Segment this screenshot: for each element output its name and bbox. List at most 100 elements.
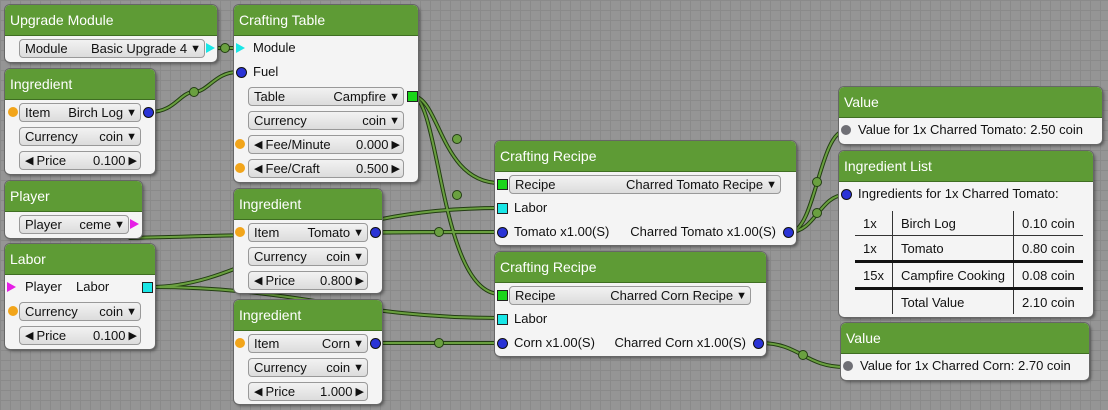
- node-title: Ingredient List: [839, 151, 1093, 182]
- player-output-socket-icon[interactable]: [130, 219, 139, 229]
- module-input-socket-icon[interactable]: [236, 43, 245, 53]
- increment-arrow-icon[interactable]: ▶: [128, 330, 137, 342]
- currency-select[interactable]: Currency coin ▼: [19, 127, 141, 146]
- currency-select[interactable]: Currency coin ▼: [248, 111, 404, 130]
- output-socket-icon[interactable]: [753, 338, 764, 349]
- increment-arrow-icon[interactable]: ▶: [355, 275, 364, 287]
- table-output-socket-icon[interactable]: [407, 91, 418, 102]
- player-node[interactable]: Player Player ceme ▼: [5, 181, 142, 238]
- price-stepper-label: Price: [36, 328, 67, 343]
- dropdown-arrow-icon: ▼: [190, 42, 201, 55]
- ingredient-list-node[interactable]: Ingredient List Ingredients for 1x Charr…: [839, 151, 1093, 317]
- labor-node[interactable]: Labor Player Labor Currency coin ▼ ◀ Pri…: [5, 244, 155, 349]
- output-socket-icon[interactable]: [783, 227, 794, 238]
- value-corn-node[interactable]: Value Value for 1x Charred Corn: 2.70 co…: [841, 323, 1089, 380]
- price-stepper[interactable]: ◀ Price 0.100 ▶: [19, 151, 141, 170]
- item-input-socket-icon[interactable]: [235, 227, 245, 237]
- ingredient-birch-log-node[interactable]: Ingredient Item Birch Log ▼ Currency coi…: [5, 69, 155, 174]
- fee-minute-stepper[interactable]: ◀ Fee/Minute 0.000 ▶: [248, 135, 404, 154]
- increment-arrow-icon[interactable]: ▶: [128, 155, 137, 167]
- cost-cell: 0.80 coin: [1013, 235, 1083, 263]
- price-stepper[interactable]: ◀ Price 0.800 ▶: [248, 271, 368, 290]
- price-stepper-value: 0.100: [92, 153, 126, 168]
- module-output-socket-icon[interactable]: [206, 43, 215, 53]
- currency-select-value: coin: [99, 129, 124, 144]
- item-input-socket-icon[interactable]: [8, 107, 18, 117]
- ingredient-tomato-node[interactable]: Ingredient Item Tomato ▼ Currency coin ▼…: [234, 189, 382, 293]
- decrement-arrow-icon[interactable]: ◀: [254, 163, 266, 175]
- dropdown-arrow-icon: ▼: [353, 361, 364, 374]
- increment-arrow-icon[interactable]: ▶: [391, 163, 400, 175]
- price-stepper[interactable]: ◀ Price 0.100 ▶: [19, 326, 141, 345]
- decrement-arrow-icon[interactable]: ◀: [254, 139, 266, 151]
- node-title: Value: [839, 87, 1102, 118]
- labor-input-socket-icon[interactable]: [497, 314, 508, 325]
- item-select[interactable]: Item Birch Log ▼: [19, 103, 141, 122]
- value-text: Value for 1x Charred Corn: 2.70 coin: [860, 358, 1071, 373]
- node-title: Player: [5, 181, 142, 212]
- player-select[interactable]: Player ceme ▼: [19, 215, 129, 234]
- item-select-value: Corn: [321, 336, 351, 351]
- node-title: Ingredient: [234, 300, 382, 331]
- decrement-arrow-icon[interactable]: ◀: [25, 155, 37, 167]
- dropdown-arrow-icon: ▼: [389, 90, 400, 103]
- crafting-table-node[interactable]: Crafting Table Module Fuel Table Campfir…: [234, 5, 418, 182]
- item-select-label: Item: [25, 105, 51, 120]
- currency-select[interactable]: Currency coin ▼: [248, 358, 368, 377]
- price-stepper[interactable]: ◀ Price 1.000 ▶: [248, 382, 368, 401]
- item-output-socket-icon[interactable]: [143, 107, 154, 118]
- item-output-socket-icon[interactable]: [370, 227, 381, 238]
- list-input-socket-icon[interactable]: [841, 189, 852, 200]
- item-select-label: Item: [254, 225, 280, 240]
- currency-select-value: coin: [326, 360, 351, 375]
- item-select-label: Item: [254, 336, 280, 351]
- node-title: Crafting Table: [234, 5, 418, 36]
- upgrade-module-node[interactable]: Upgrade Module Module Basic Upgrade 4 ▼: [5, 5, 217, 62]
- currency-select[interactable]: Currency coin ▼: [19, 302, 141, 321]
- cost-cell: 0.10 coin: [1013, 211, 1083, 236]
- table-input-socket-icon[interactable]: [497, 290, 508, 301]
- recipe-select[interactable]: Recipe Charred Tomato Recipe ▼: [509, 175, 781, 194]
- decrement-arrow-icon[interactable]: ◀: [25, 330, 37, 342]
- crafting-recipe-corn-node[interactable]: Crafting Recipe Recipe Charred Corn Reci…: [495, 252, 766, 356]
- ingredient-input-socket-icon[interactable]: [497, 227, 508, 238]
- item-output-socket-icon[interactable]: [370, 338, 381, 349]
- value-input-socket-icon[interactable]: [843, 361, 853, 371]
- increment-arrow-icon[interactable]: ▶: [355, 386, 364, 398]
- ingredient-corn-node[interactable]: Ingredient Item Corn ▼ Currency coin ▼ ◀…: [234, 300, 382, 404]
- fee-minute-input-socket-icon[interactable]: [235, 139, 245, 149]
- ingredient-input-socket-icon[interactable]: [497, 338, 508, 349]
- labor-input-socket-icon[interactable]: [497, 203, 508, 214]
- item-select[interactable]: Item Corn ▼: [248, 334, 368, 353]
- labor-output-socket-icon[interactable]: [142, 282, 153, 293]
- value-tomato-node[interactable]: Value Value for 1x Charred Tomato: 2.50 …: [839, 87, 1102, 144]
- recipe-select[interactable]: Recipe Charred Corn Recipe ▼: [509, 286, 751, 305]
- output-item-label: Charred Corn x1.00(S): [614, 335, 747, 350]
- value-input-socket-icon[interactable]: [841, 125, 851, 135]
- item-input-socket-icon[interactable]: [235, 338, 245, 348]
- table-input-socket-icon[interactable]: [497, 179, 508, 190]
- name-cell: Total Value: [892, 288, 1015, 314]
- fee-minute-label: Fee/Minute: [265, 137, 331, 152]
- player-input-socket-icon[interactable]: [7, 282, 16, 292]
- currency-select[interactable]: Currency coin ▼: [248, 247, 368, 266]
- crafting-recipe-tomato-node[interactable]: Crafting Recipe Recipe Charred Tomato Re…: [495, 141, 796, 245]
- cost-cell: 0.08 coin: [1013, 261, 1083, 290]
- decrement-arrow-icon[interactable]: ◀: [254, 275, 266, 287]
- dropdown-arrow-icon: ▼: [126, 130, 137, 143]
- increment-arrow-icon[interactable]: ▶: [391, 139, 400, 151]
- item-select[interactable]: Item Tomato ▼: [248, 223, 368, 242]
- fuel-input-socket-icon[interactable]: [236, 67, 247, 78]
- price-stepper-value: 0.800: [319, 273, 353, 288]
- fee-craft-stepper[interactable]: ◀ Fee/Craft 0.500 ▶: [248, 159, 404, 178]
- qty-cell: 15x: [855, 261, 893, 290]
- name-cell: Tomato: [892, 235, 1015, 263]
- qty-cell: [855, 288, 893, 314]
- module-select[interactable]: Module Basic Upgrade 4 ▼: [19, 39, 205, 58]
- module-label: Module: [253, 40, 296, 55]
- player-select-value: ceme: [79, 217, 112, 232]
- decrement-arrow-icon[interactable]: ◀: [254, 386, 266, 398]
- currency-input-socket-icon[interactable]: [8, 306, 18, 316]
- table-select[interactable]: Table Campfire ▼: [248, 87, 404, 106]
- fee-craft-input-socket-icon[interactable]: [235, 163, 245, 173]
